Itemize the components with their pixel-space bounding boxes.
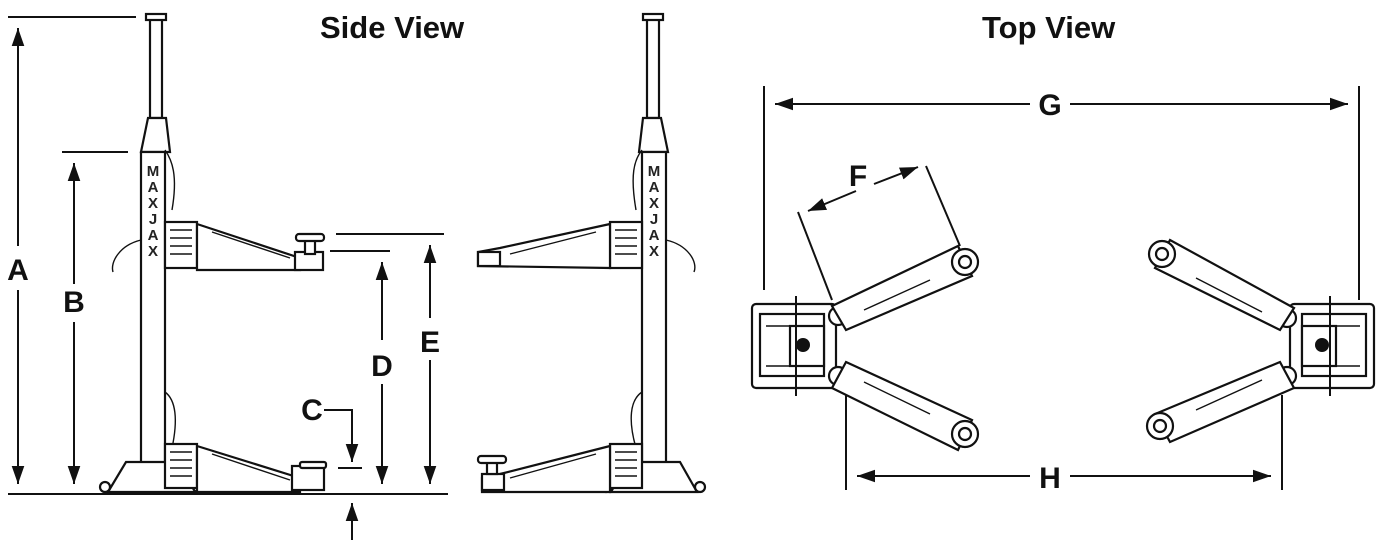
dimension-d-label: D [371, 350, 393, 383]
svg-text:M: M [147, 163, 160, 180]
left-upper-arm [163, 220, 326, 272]
right-lower-arm [476, 442, 644, 494]
svg-text:J: J [149, 211, 157, 228]
dimension-e-label: E [420, 326, 440, 359]
svg-text:A: A [649, 227, 660, 244]
right-column: M A X J A X [476, 12, 707, 494]
dimension-h-label: H [1039, 462, 1061, 495]
top-view-title: Top View [982, 10, 1116, 45]
left-lift-top [750, 244, 980, 452]
dimension-a-label: A [7, 254, 29, 287]
side-view: M A X J A X [7, 12, 707, 540]
right-upper-arm [476, 220, 644, 270]
left-column: M A X J A X [98, 12, 328, 494]
brand-logo-left: M A X J A X [147, 163, 160, 260]
dimension-g-label: G [1038, 89, 1061, 122]
svg-text:M: M [648, 163, 661, 180]
svg-text:J: J [650, 211, 658, 228]
right-lift-top [1145, 238, 1376, 444]
svg-text:X: X [649, 195, 659, 212]
dimension-c-label: C [301, 394, 323, 427]
brand-logo-right: M A X J A X [648, 163, 661, 260]
side-view-title: Side View [320, 10, 465, 45]
svg-text:A: A [649, 179, 660, 196]
left-lower-arm [163, 442, 328, 494]
svg-text:X: X [649, 243, 659, 260]
svg-text:A: A [148, 179, 159, 196]
svg-text:A: A [148, 227, 159, 244]
svg-text:X: X [148, 243, 158, 260]
svg-text:X: X [148, 195, 158, 212]
dimension-f-label: F [849, 160, 867, 193]
dimension-b-label: B [63, 286, 85, 319]
top-view: G H F [750, 86, 1376, 495]
